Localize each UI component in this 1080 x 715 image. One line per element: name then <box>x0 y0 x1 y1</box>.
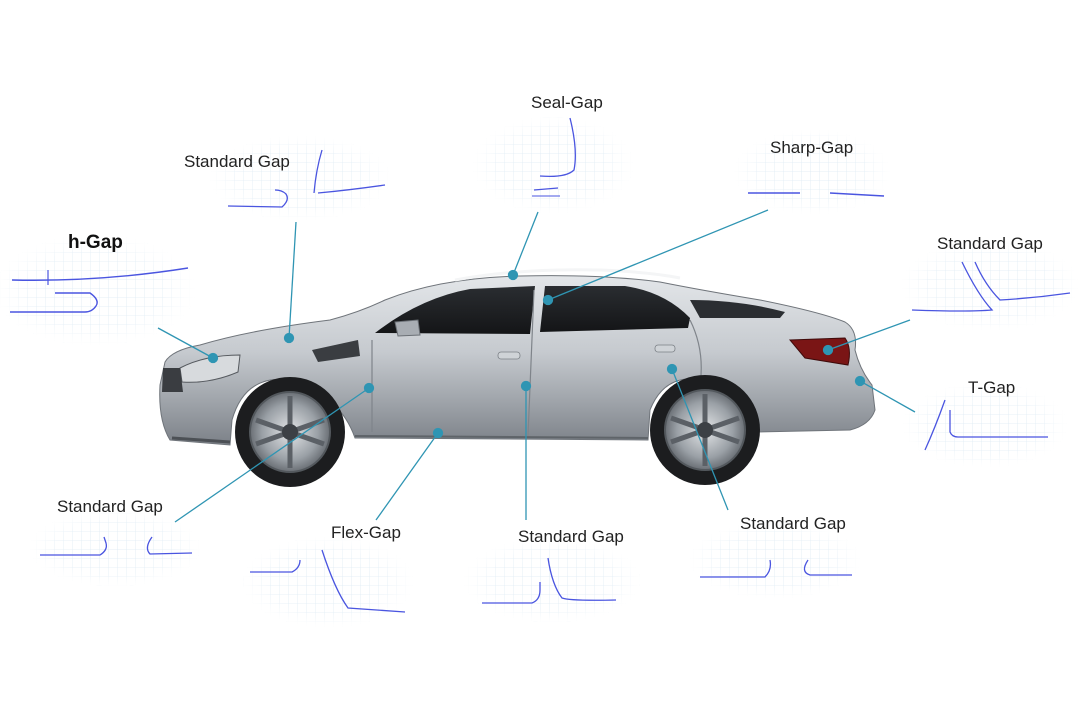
leader-t-gap <box>859 380 916 413</box>
rear-glass <box>690 300 785 318</box>
leader-flex-gap <box>375 432 439 521</box>
seal-gap-profile <box>473 117 633 213</box>
point-standard-gap-rear <box>666 363 678 375</box>
label-seal-gap: Seal-Gap <box>531 93 603 112</box>
point-standard-gap-trunk <box>822 344 834 356</box>
front-wheel <box>235 377 345 487</box>
standard-gap-trunk-profile <box>902 240 1078 330</box>
standard-gap-doors-profile <box>464 538 640 622</box>
label-t-gap: T-Gap <box>968 378 1016 397</box>
standard-gap-rear-profile <box>690 522 860 598</box>
point-sharp-gap <box>542 294 554 306</box>
label-h-gap: h-Gap <box>68 232 123 253</box>
rear-window <box>540 286 690 332</box>
t-gap-profile <box>903 383 1067 467</box>
h-gap-profile <box>0 235 195 345</box>
label-flex-gap: Flex-Gap <box>331 523 401 542</box>
rear-wheel <box>650 375 760 485</box>
point-standard-gap-front-fender <box>363 382 375 394</box>
leader-standard-gap-rear <box>671 368 729 511</box>
standard-gap-hood-profile <box>210 136 390 220</box>
label-standard-gap-trunk: Standard Gap <box>937 234 1043 253</box>
leader-seal-gap <box>512 211 539 276</box>
label-standard-gap-rear: Standard Gap <box>740 514 846 533</box>
leader-sharp-gap <box>547 209 769 301</box>
label-sharp-gap: Sharp-Gap <box>770 138 854 157</box>
point-h-gap <box>207 352 219 364</box>
point-standard-gap-hood <box>283 332 295 344</box>
leader-standard-gap-hood <box>288 221 297 339</box>
flex-gap-profile <box>243 537 413 627</box>
sharp-gap-profile <box>734 130 890 214</box>
label-standard-gap-doors: Standard Gap <box>518 527 624 546</box>
point-flex-gap <box>432 427 444 439</box>
leader-lines <box>157 209 916 523</box>
label-standard-gap-hood: Standard Gap <box>184 152 290 171</box>
point-standard-gap-doors <box>520 380 532 392</box>
leader-standard-gap-front-fender <box>174 387 370 523</box>
point-seal-gap <box>507 269 519 281</box>
point-t-gap <box>854 375 866 387</box>
leader-h-gap <box>157 327 214 359</box>
label-standard-gap-front-fender: Standard Gap <box>57 497 163 516</box>
leader-standard-gap-trunk <box>827 319 911 351</box>
standard-gap-front-fender-profile <box>30 510 200 586</box>
